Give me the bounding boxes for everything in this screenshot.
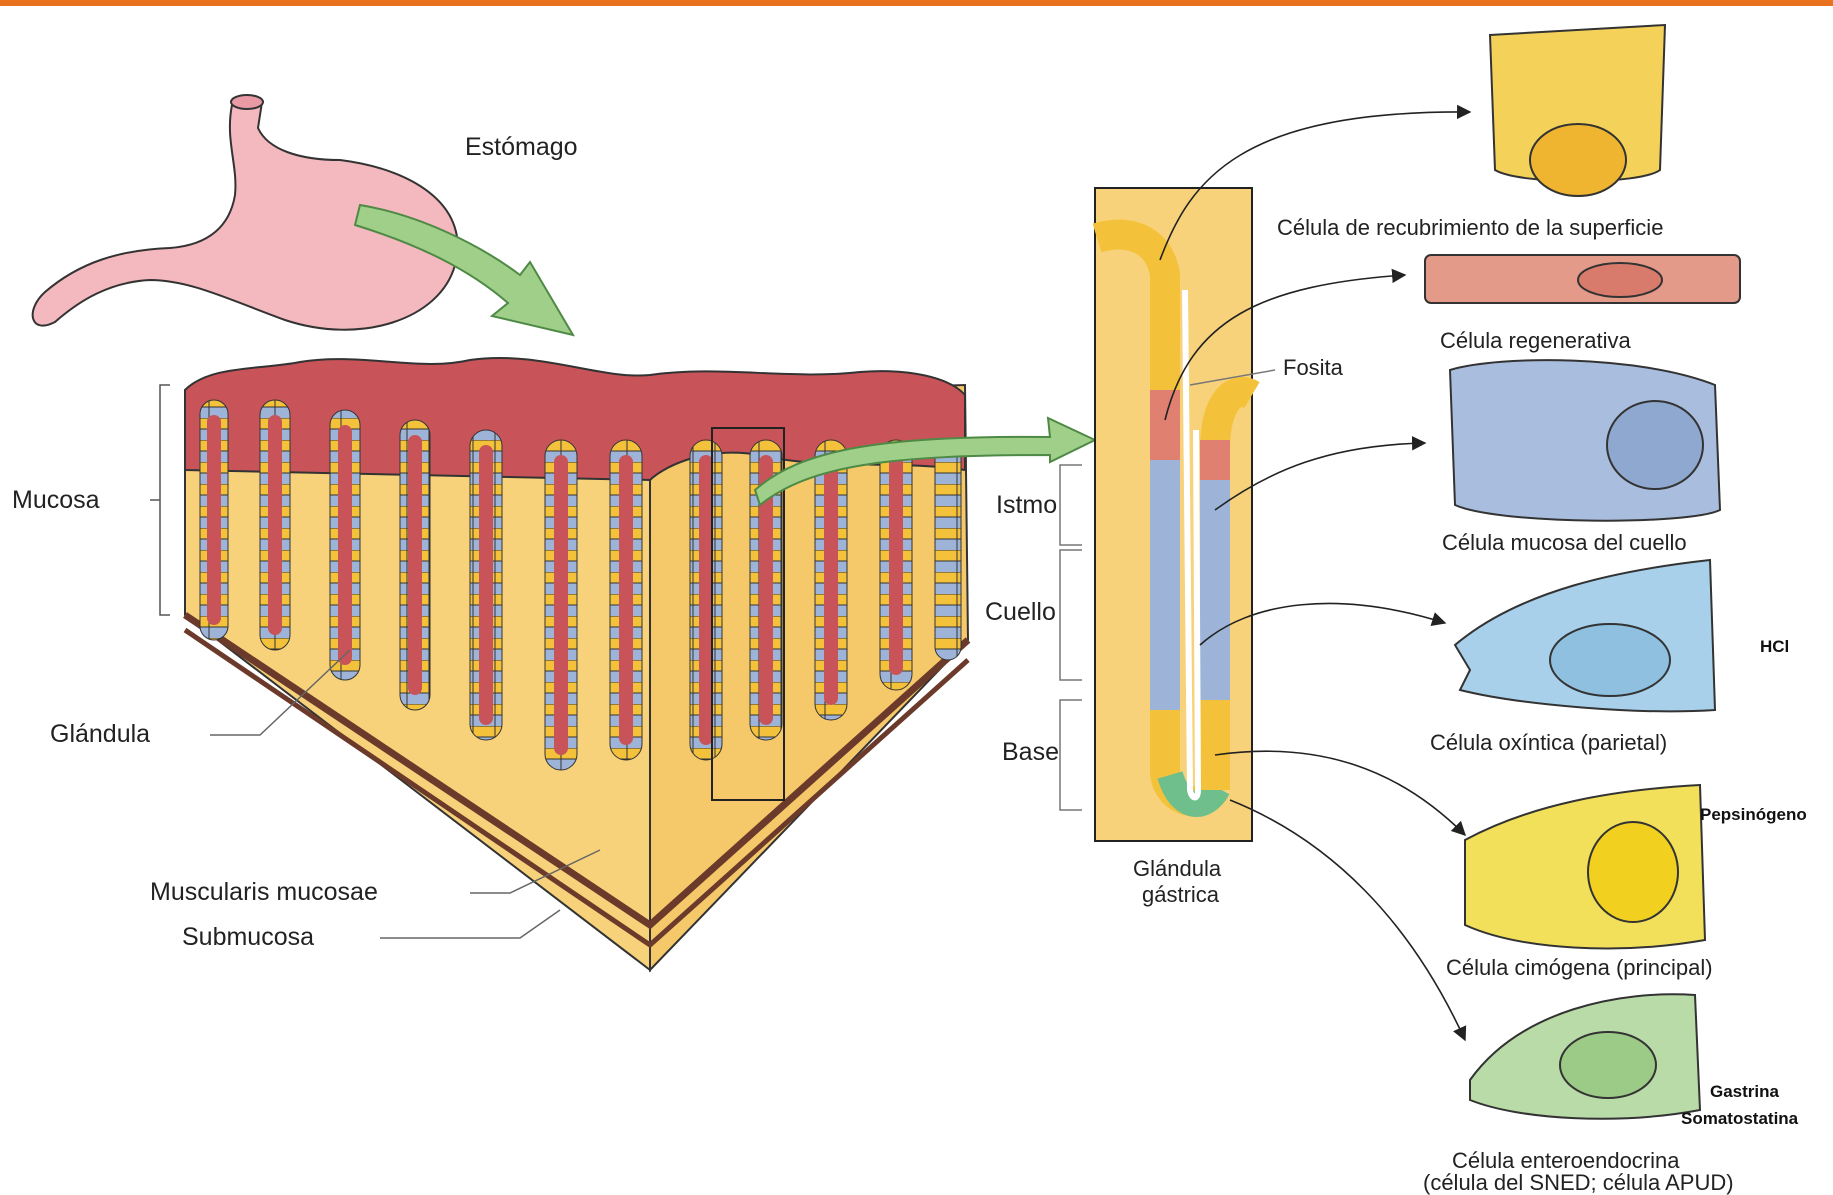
base-bracket (1060, 700, 1082, 810)
cell-regenerative-label: Célula regenerativa (1440, 328, 1632, 353)
submucosa-leader (380, 910, 560, 938)
istmo-bracket (1060, 465, 1082, 545)
glandula-gastrica-label-1: Glándula (1133, 856, 1222, 881)
cell-oxyntic-label: Célula oxíntica (parietal) (1430, 730, 1667, 755)
cell-mucous-neck-illustration (1450, 360, 1720, 521)
enteroendocrine-secretion-label-2: Somatostatina (1681, 1109, 1799, 1128)
muscularis-label: Muscularis mucosae (150, 878, 378, 906)
arrow-to-enteroendocrine (1230, 800, 1465, 1040)
oxyntic-secretion-label: HCl (1760, 637, 1789, 656)
fosita-label: Fosita (1283, 355, 1344, 380)
cuello-label: Cuello (985, 598, 1056, 626)
istmo-label: Istmo (996, 491, 1057, 519)
cell-zymogen-label: Célula cimógena (principal) (1446, 955, 1713, 980)
cell-oxyntic-illustration (1455, 560, 1715, 711)
cell-enteroendocrine-illustration (1470, 994, 1700, 1118)
cell-enteroendocrine-label-2: (célula del SNED; célula APUD) (1423, 1170, 1734, 1195)
cell-regenerative-illustration (1425, 255, 1740, 303)
submucosa-label: Submucosa (182, 923, 314, 951)
cell-surface-illustration (1490, 25, 1665, 196)
cell-zymogen-illustration (1465, 785, 1705, 948)
glandula-label: Glándula (50, 720, 150, 748)
zymogen-secretion-label: Pepsinógeno (1700, 805, 1807, 824)
glandula-gastrica-label-2: gástrica (1142, 882, 1220, 907)
gastric-gland-detail (1095, 188, 1252, 841)
base-label: Base (1002, 738, 1059, 766)
mucosa-label: Mucosa (12, 486, 100, 514)
cell-mucous-neck-label: Célula mucosa del cuello (1442, 530, 1687, 555)
enteroendocrine-secretion-label-1: Gastrina (1710, 1082, 1780, 1101)
cuello-bracket (1060, 550, 1082, 680)
cell-surface-label: Célula de recubrimiento de la superficie (1277, 215, 1663, 240)
mucosa-bracket (150, 385, 170, 615)
stomach-label: Estómago (465, 133, 578, 161)
